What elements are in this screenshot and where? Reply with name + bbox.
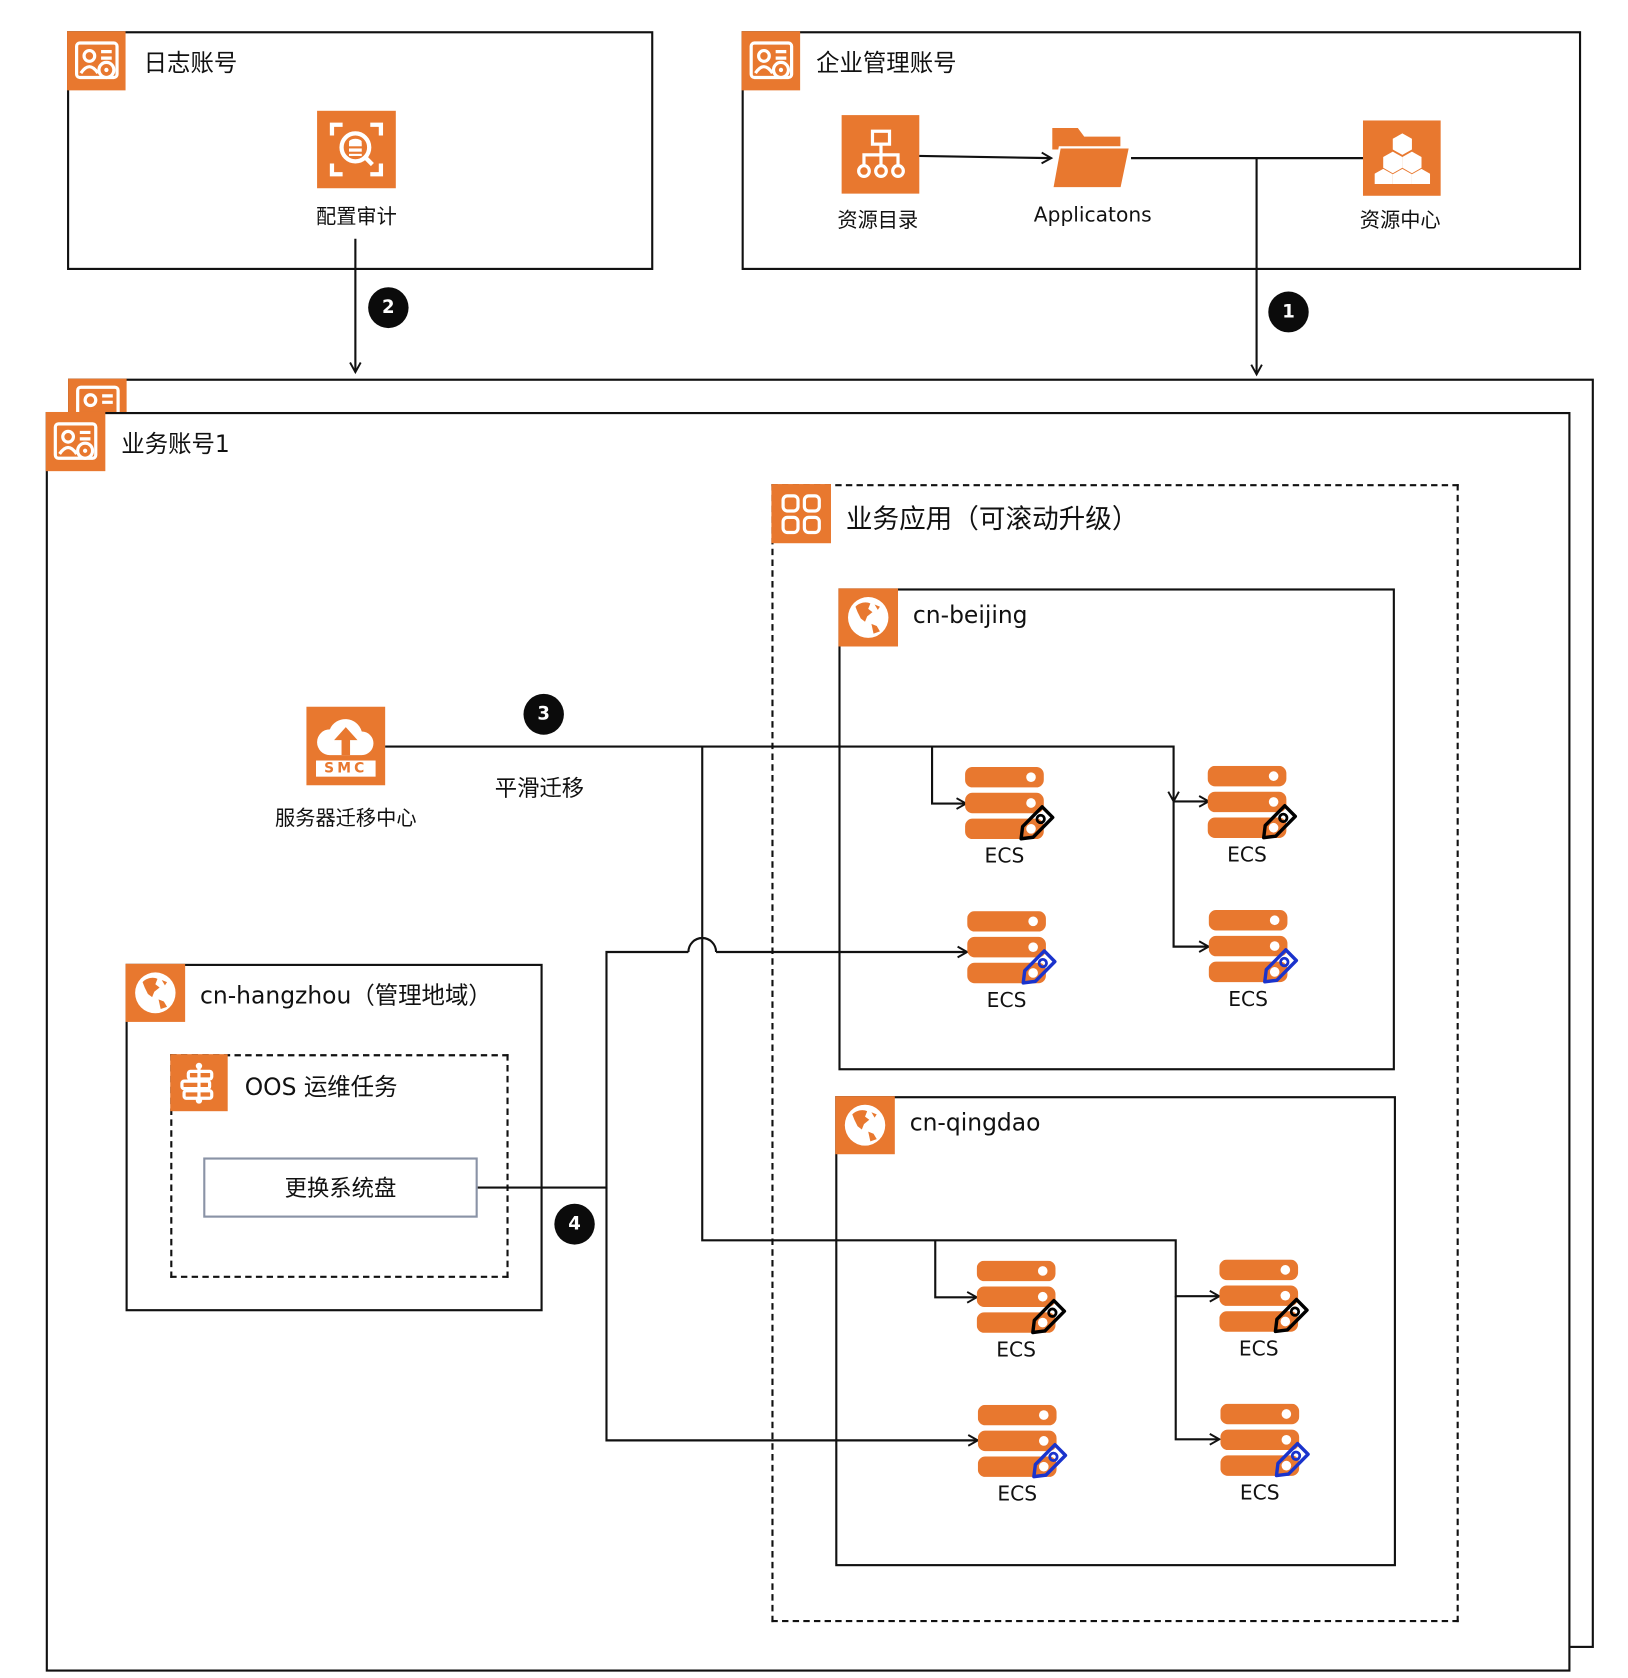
ecs-instance[interactable]: ECS: [967, 911, 1063, 1019]
ecs-instance[interactable]: ECS: [976, 1260, 1073, 1369]
smc-label: 服务器迁移中心: [275, 806, 417, 831]
globe-icon: [838, 588, 899, 647]
step-badge-1: 1: [1268, 291, 1309, 333]
smc-icon[interactable]: SMC: [306, 706, 386, 786]
ecs-label: ECS: [1238, 1337, 1279, 1361]
tag-icon: [1019, 805, 1055, 841]
apps-grid-icon: [771, 484, 831, 544]
tag-icon: [1263, 948, 1299, 984]
tag-icon: [1032, 1442, 1068, 1479]
account-icon: [67, 31, 126, 91]
ecs-instance[interactable]: ECS: [1219, 1259, 1315, 1368]
oos-workflow-icon: [170, 1054, 228, 1112]
resource-directory-icon[interactable]: [841, 115, 920, 194]
tag-icon: [1031, 1298, 1067, 1335]
smc-badge-text: SMC: [316, 759, 376, 777]
step-badge-2: 2: [368, 287, 409, 329]
step-badge-4: 4: [554, 1203, 595, 1245]
ecs-label: ECS: [1227, 843, 1267, 868]
ecs-instance[interactable]: ECS: [965, 766, 1061, 875]
config-audit-icon[interactable]: [317, 110, 396, 189]
globe-icon: [125, 963, 186, 1022]
resource-center-icon[interactable]: [1362, 120, 1441, 196]
ecs-label: ECS: [1239, 1481, 1280, 1505]
ecs-instance[interactable]: ECS: [977, 1404, 1074, 1513]
server-icon: [967, 911, 1057, 985]
server-icon: [1219, 1259, 1309, 1334]
server-icon: [977, 1404, 1068, 1479]
oos-title: OOS 运维任务: [244, 1074, 398, 1102]
ecs-label: ECS: [984, 844, 1025, 869]
ecs-instance[interactable]: ECS: [1220, 1403, 1316, 1512]
applications-label: Applicatons: [1033, 203, 1152, 227]
server-icon: [965, 766, 1055, 841]
region-hangzhou-title: cn-hangzhou（管理地域）: [200, 983, 492, 1011]
region-beijing-title: cn-beijing: [912, 602, 1028, 630]
tag-icon: [1261, 804, 1297, 840]
ecs-label: ECS: [996, 1338, 1036, 1362]
tag-icon: [1021, 949, 1057, 985]
config-audit-label: 配置审计: [315, 205, 397, 230]
applications-folder-icon[interactable]: [1049, 124, 1132, 191]
account-icon: [741, 31, 801, 91]
account-icon: [45, 411, 106, 472]
log-account-title: 日志账号: [143, 50, 238, 78]
region-beijing-box: [838, 588, 1395, 1071]
ecs-label: ECS: [1228, 987, 1268, 1012]
enterprise-account-title: 企业管理账号: [816, 50, 957, 78]
ecs-label: ECS: [997, 1482, 1038, 1506]
step-badge-3: 3: [523, 693, 564, 735]
enterprise-account-box: [741, 31, 1582, 271]
region-hangzhou-box: [125, 963, 543, 1312]
server-icon: [1220, 1403, 1310, 1478]
ecs-instance[interactable]: ECS: [1207, 765, 1304, 874]
resource-center-label: 资源中心: [1359, 208, 1441, 233]
replace-system-disk-task[interactable]: 更换系统盘: [203, 1157, 478, 1218]
tag-icon: [1274, 1441, 1310, 1478]
globe-icon: [835, 1096, 895, 1155]
business-account-title: 业务账号1: [121, 431, 230, 459]
region-qingdao-title: cn-qingdao: [909, 1110, 1041, 1138]
tag-icon: [1273, 1297, 1309, 1334]
resource-directory-label: 资源目录: [837, 208, 919, 233]
ecs-instance[interactable]: ECS: [1208, 910, 1305, 1018]
account-icon: [68, 378, 127, 416]
server-icon: [976, 1260, 1067, 1335]
server-icon: [1207, 765, 1297, 840]
server-icon: [1208, 910, 1299, 984]
ecs-label: ECS: [986, 988, 1027, 1013]
migration-label: 平滑迁移: [494, 775, 585, 802]
business-app-title: 业务应用（可滚动升级）: [845, 503, 1139, 535]
